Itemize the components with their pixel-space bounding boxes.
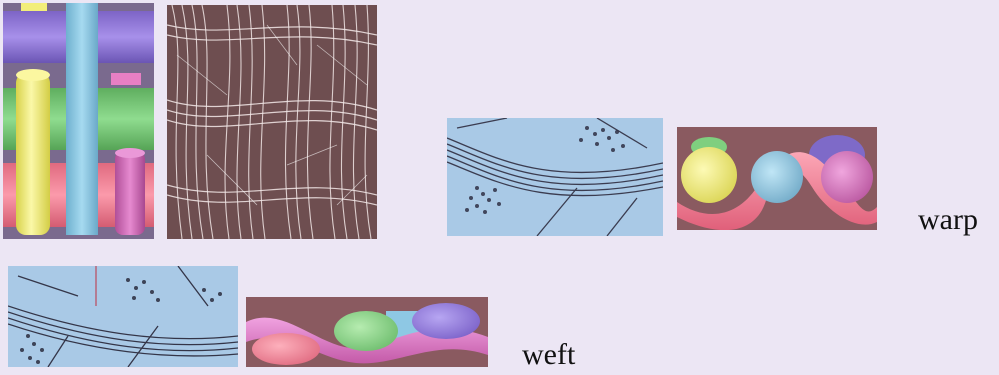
sem-fiber-svg (167, 5, 377, 239)
warp-yarn-blue (66, 3, 98, 235)
warp-section-blue (751, 151, 803, 203)
warp-section-yellow (681, 147, 737, 203)
model-weft-svg (246, 297, 488, 367)
weft-section-violet (412, 303, 480, 339)
warp-section-magenta (821, 151, 873, 203)
sem-fiber-micrograph (167, 5, 377, 239)
weft-label: weft (522, 340, 575, 370)
warp-yarn-magenta (115, 151, 145, 235)
warp-label: warp (918, 205, 978, 235)
weft-section-pink (252, 333, 320, 365)
sem-weft-svg (8, 266, 238, 367)
weave-model-front-svg (3, 3, 154, 239)
weave-model-front-view (3, 3, 154, 239)
sem-cross-section-weft (8, 266, 238, 367)
model-cross-section-weft (246, 297, 488, 367)
warp-yarn-yellow (16, 73, 50, 235)
model-warp-svg (677, 127, 877, 230)
weft-section-green (334, 311, 398, 351)
sem-warp-svg (447, 118, 663, 236)
model-cross-section-warp (677, 127, 877, 230)
sem-cross-section-warp (447, 118, 663, 236)
